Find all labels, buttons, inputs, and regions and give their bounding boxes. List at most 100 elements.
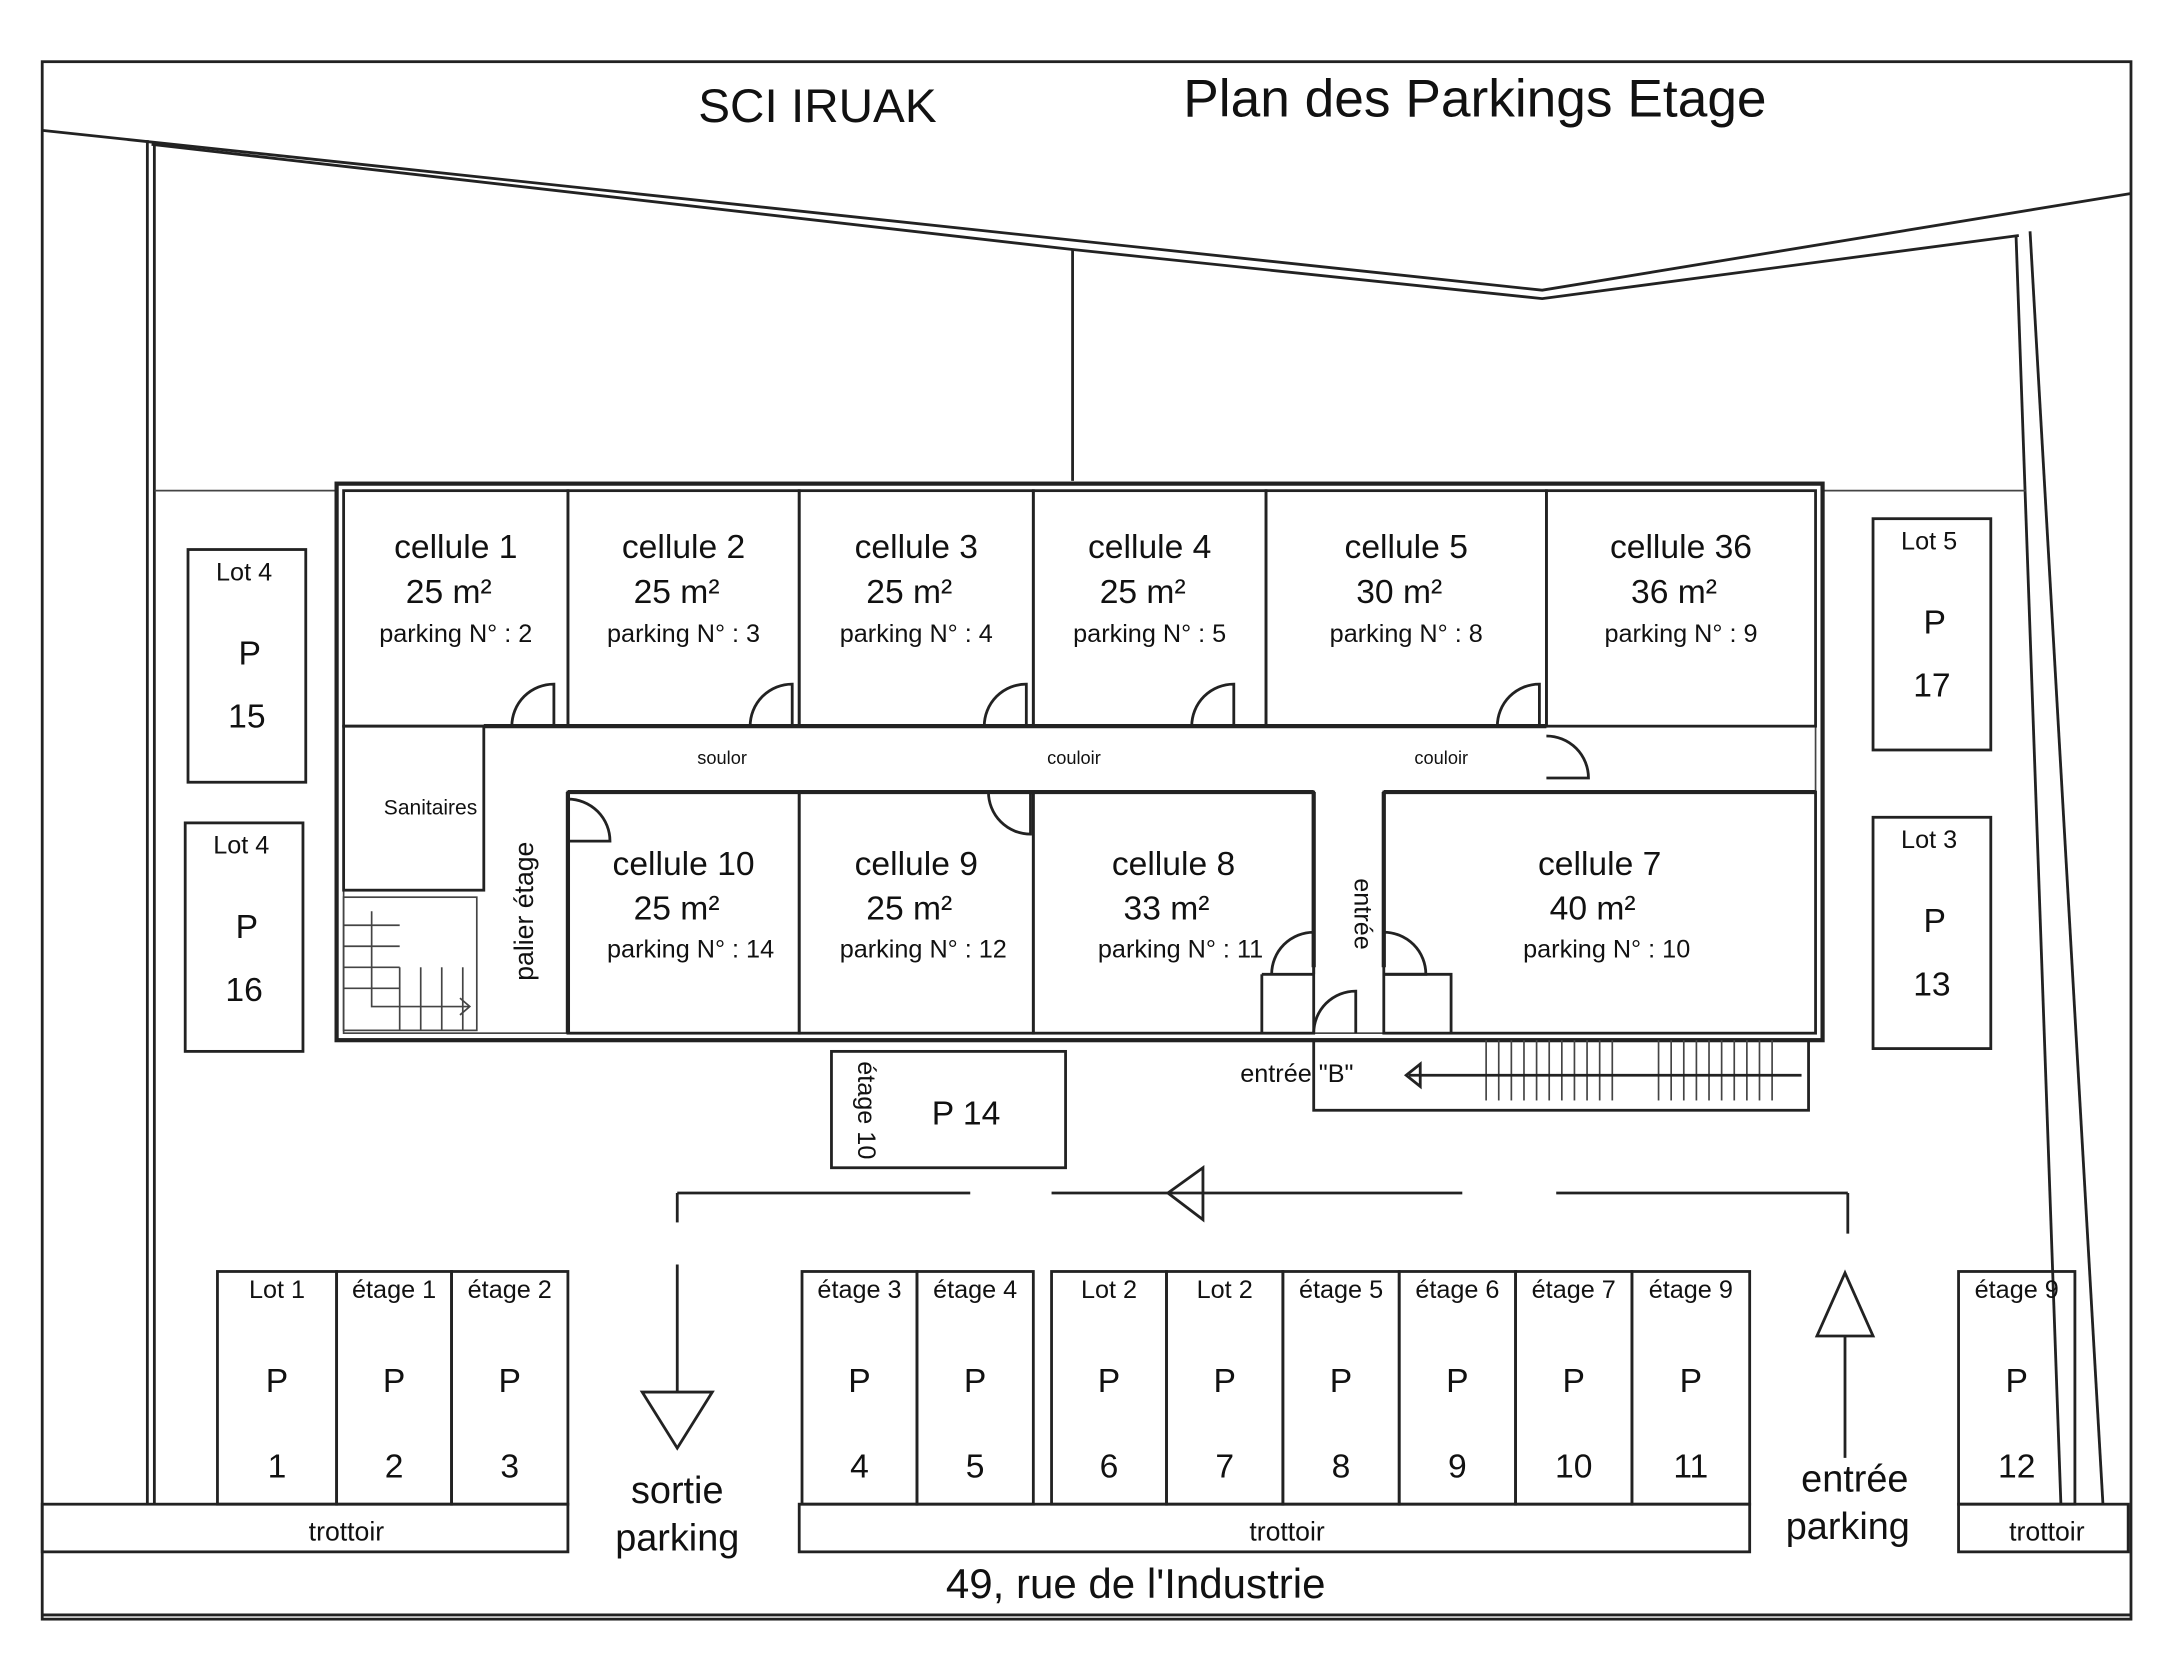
cell-parking: parking N° : 11: [1098, 935, 1263, 963]
parking-p: P: [848, 1363, 870, 1400]
stall-number: 7: [1215, 1449, 1234, 1486]
entry-b-stairs-icon: [1485, 1040, 1773, 1101]
cell-bottom-3: cellule 8 33 m² parking N° : 11: [1031, 790, 1316, 1035]
cell-area: 25 m²: [406, 574, 492, 611]
cell-name: cellule 9: [855, 846, 978, 883]
sidewalk: [797, 1502, 1752, 1554]
cell-area: 25 m²: [1100, 574, 1186, 611]
plan-title: Plan des Parkings Etage: [1183, 69, 1766, 128]
cell-parking: parking N° : 14: [607, 935, 774, 963]
parking-p: P: [499, 1363, 521, 1400]
parking-p: P: [1680, 1363, 1702, 1400]
sidewalk-label: trottoir: [2009, 1517, 2085, 1547]
stall-lot-label: étage 3: [817, 1276, 901, 1304]
parking-p14-box: [830, 1049, 1067, 1170]
street-address: 49, rue de l'Industrie: [946, 1560, 1326, 1607]
parking-p14-label: P 14: [932, 1095, 1001, 1132]
stall-lot-label: étage 9: [1975, 1276, 2059, 1304]
cell-name: cellule 10: [613, 846, 755, 883]
cell-name: cellule 4: [1088, 529, 1211, 566]
parking-stall-9: étage 6P9: [1397, 1270, 1517, 1506]
parking-p: P: [1563, 1363, 1585, 1400]
cell-bottom-2: cellule 9 25 m² parking N° : 12: [797, 790, 1035, 1035]
exit-parking-label: parking: [615, 1517, 739, 1559]
parking-stall-2: étage 1 P 2: [335, 1270, 453, 1506]
parking-stall-5: étage 4P5: [915, 1270, 1035, 1506]
lot-label: Lot 3: [1901, 826, 1957, 854]
stall-lot-label: étage 2: [468, 1276, 552, 1304]
stall-number: 10: [1555, 1449, 1592, 1486]
cell-name: cellule 3: [855, 529, 978, 566]
entry-parking-label: parking: [1786, 1506, 1910, 1548]
parking-stall-6: Lot 2P6: [1050, 1270, 1168, 1506]
cell-area: 33 m²: [1124, 891, 1210, 928]
cell-name: cellule 5: [1345, 529, 1468, 566]
boundary-right-1: [2014, 235, 2063, 1505]
cell-name: cellule 1: [394, 529, 517, 566]
cell-3: cellule 3 25 m² parking N° : 4: [797, 489, 1035, 728]
entry-b-label: entrée "B": [1240, 1060, 1353, 1088]
sanitaires-room: [342, 724, 486, 892]
outer-frame: [40, 60, 2133, 1621]
stall-number: 2: [385, 1449, 404, 1486]
stall-number: 1: [268, 1449, 287, 1486]
parking-stall-3: étage 2 P 3: [450, 1270, 570, 1506]
parking-number: 15: [228, 699, 265, 736]
cell-parking: parking N° : 12: [840, 935, 1007, 963]
parking-p14-floor: étage 10: [852, 1061, 880, 1159]
flow-arrow-left-icon: [1165, 1165, 1205, 1223]
corridor-label: couloir: [1047, 748, 1101, 768]
cell-parking: parking N° : 2: [379, 620, 532, 648]
cell-area: 36 m²: [1631, 574, 1717, 611]
stall-number: 6: [1100, 1449, 1119, 1486]
parking-p: P: [238, 635, 260, 672]
sidewalk-label: trottoir: [1249, 1517, 1325, 1547]
palier-label: palier étage: [509, 842, 539, 981]
cell-parking: parking N° : 10: [1523, 935, 1690, 963]
door-icons: [510, 682, 1590, 1034]
parking-stall-1: Lot 1P1: [216, 1270, 339, 1506]
entry-arrow-up-icon: [1814, 1269, 1876, 1338]
stall-number: 3: [500, 1449, 519, 1486]
parking-number: 13: [1913, 966, 1950, 1003]
cell-parking: parking N° : 4: [840, 620, 993, 648]
cell-parking: parking N° : 9: [1604, 620, 1757, 648]
lot-box: [186, 548, 308, 784]
cell-room: [1545, 489, 1817, 728]
parking-p: P: [1213, 1363, 1235, 1400]
parking-stall-8: étage 5P8: [1281, 1270, 1401, 1506]
sidewalk: [40, 1502, 570, 1554]
cell-name: cellule 2: [622, 529, 745, 566]
stall-number: 12: [1998, 1449, 2035, 1486]
parking-p: P: [383, 1363, 405, 1400]
parking-stall-7: Lot 2P7: [1165, 1270, 1285, 1506]
corridor-label: couloir: [1414, 748, 1468, 768]
entry-b-platform: [1312, 1038, 1810, 1112]
parking-p: P: [1330, 1363, 1352, 1400]
cell-parking: parking N° : 5: [1073, 620, 1226, 648]
cell-area: 25 m²: [866, 891, 952, 928]
parking-stall-4: étage 3P4: [800, 1270, 919, 1506]
circulation-lines: [675, 1191, 1850, 1234]
cell-area: 25 m²: [866, 574, 952, 611]
stall-lot-label: étage 9: [1649, 1276, 1733, 1304]
cell-1: cellule 1 25 m² parking N° : 2: [342, 489, 570, 728]
cell-name: cellule 8: [1112, 846, 1235, 883]
exit-parking-label: sortie: [631, 1470, 724, 1512]
parking-p: P: [236, 909, 258, 946]
parking-p: P: [1446, 1363, 1468, 1400]
stall-lot-label: Lot 2: [1081, 1276, 1137, 1304]
stairs-icon: [342, 896, 478, 1032]
stall-lot-label: étage 1: [352, 1276, 436, 1304]
cell-area: 30 m²: [1356, 574, 1442, 611]
